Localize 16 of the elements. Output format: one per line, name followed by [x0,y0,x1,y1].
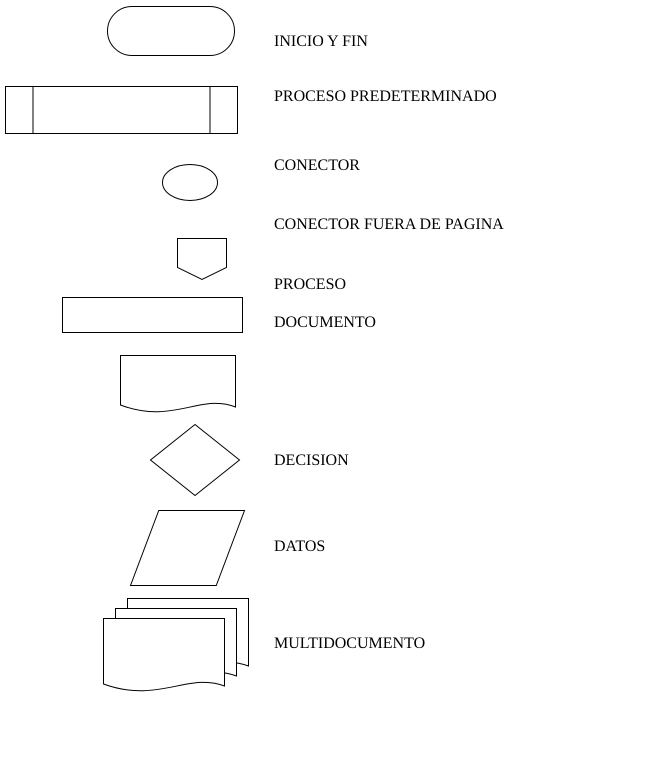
symbol-label: CONECTOR [274,157,360,175]
symbol-label: DOCUMENTO [274,314,376,332]
circle-symbol [162,164,218,201]
symbol-label: INICIO Y FIN [274,33,368,51]
symbol-label: CONECTOR FUERA DE PAGINA [274,216,504,234]
pentagon-symbol [177,238,227,280]
symbol-label: DECISION [274,452,349,470]
parallelogram-symbol [130,510,245,586]
symbol-label: MULTIDOCUMENTO [274,635,426,653]
box-symbol [62,297,243,333]
symbol-label: DATOS [274,538,326,556]
symbol-label: PROCESO PREDETERMINADO [274,88,497,106]
diamond-symbol [150,424,240,496]
stadium-symbol [107,6,235,56]
symbol-label: PROCESO [274,276,346,294]
predefined-symbol [5,86,238,134]
